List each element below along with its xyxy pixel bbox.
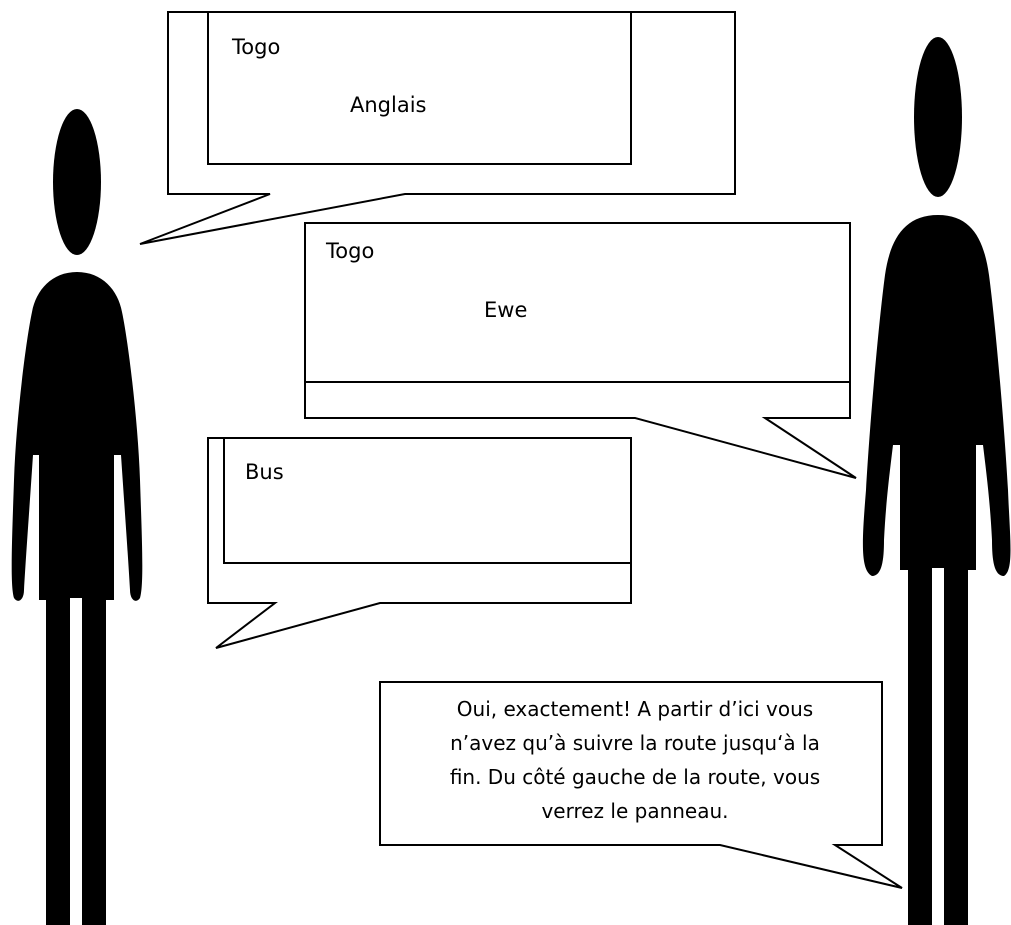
- right-person-figure: [862, 37, 1011, 925]
- right-person-body: [862, 215, 1011, 925]
- small-bubble-inner-frame: [223, 438, 631, 564]
- right-person-head: [914, 37, 962, 197]
- small-speech-bubble: [207, 437, 632, 649]
- top-bubble-country: Togo: [232, 35, 281, 59]
- left-person-body: [11, 272, 143, 925]
- left-person-figure: [11, 109, 143, 925]
- middle-bubble-language: Ewe: [484, 298, 528, 322]
- left-person-head: [53, 109, 101, 255]
- answer-line: Oui, exactement! A partir d’ici vous: [456, 697, 814, 721]
- small-bubble-word: Bus: [245, 460, 284, 484]
- top-bubble-language: Anglais: [350, 93, 427, 117]
- answer-line: n’avez qu’à suivre la route jusqu‘à la: [450, 731, 820, 755]
- answer-text: Oui, exactement! A partir d’ici vous n’a…: [390, 692, 880, 828]
- middle-bubble-country: Togo: [326, 239, 375, 263]
- answer-line: fin. Du côté gauche de la route, vous: [449, 765, 821, 789]
- answer-speech-bubble: [379, 681, 903, 889]
- top-speech-bubble: [139, 11, 736, 245]
- top-bubble-inner-frame: [207, 11, 632, 165]
- middle-speech-bubble: [304, 222, 857, 479]
- answer-line: verrez le panneau.: [541, 799, 729, 823]
